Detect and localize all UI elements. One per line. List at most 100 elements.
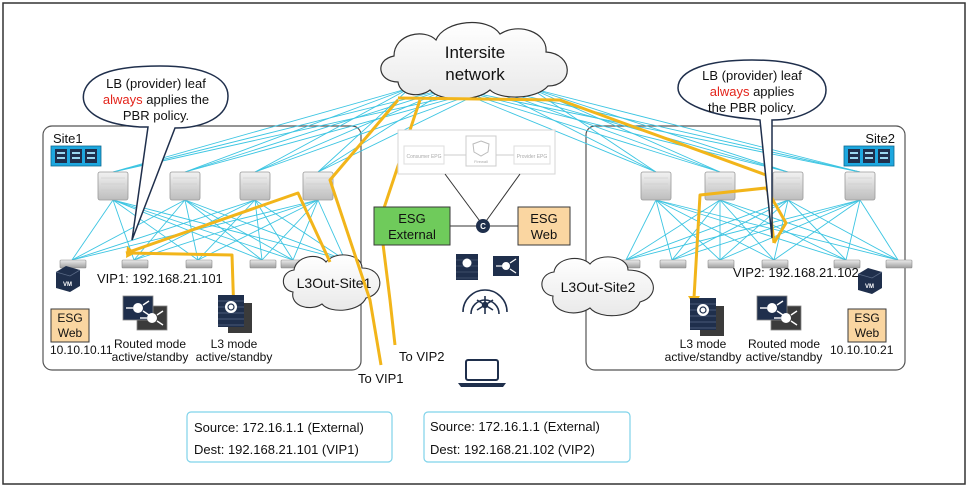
leaf-switch-icon [121, 259, 149, 269]
flow1-source: Source: 172.16.1.1 (External) [194, 420, 364, 435]
intersite-link [489, 87, 721, 173]
spine-leaf-link [719, 199, 861, 261]
site2-routed-lb-icon [756, 295, 802, 331]
l3out-site1-label: L3Out-Site1 [297, 275, 372, 291]
spine-switch-icon [239, 171, 271, 201]
callout-left-line2: always applies the [103, 92, 209, 107]
esg-external-box [373, 206, 451, 246]
spine-leaf-link [655, 199, 721, 261]
spine-leaf-link [671, 199, 861, 261]
esg-web-center-label-line1: ESG [530, 211, 557, 226]
site2-vip-label: VIP2: 192.168.21.102 [733, 265, 859, 280]
flow2-dest: Dest: 192.168.21.102 (VIP2) [430, 442, 595, 457]
spine-leaf-link [71, 199, 256, 261]
path-to-vip1 [328, 99, 400, 366]
callout-right-rest: applies [749, 84, 794, 99]
path-vip2-loop [692, 186, 788, 299]
spine-leaf-link [719, 199, 899, 261]
intersite-link [489, 87, 861, 173]
site1-routed-lb-icon [122, 295, 168, 331]
site2-routed-line1: Routed mode [748, 337, 820, 351]
spine-leaf-link [859, 199, 899, 261]
spine-switch-icon [844, 171, 876, 201]
site2-label: Site2 [865, 131, 895, 146]
spine-leaf-link [133, 199, 319, 261]
apic-cluster-site2-icon [843, 145, 895, 167]
spine-leaf-link [625, 199, 721, 261]
to-vip2-label: To VIP2 [399, 349, 445, 364]
intersite-link [449, 87, 789, 173]
spine-leaf-link [184, 199, 294, 261]
spine-leaf-link [261, 199, 319, 261]
spine-switch-icon [640, 171, 672, 201]
spine-leaf-link [719, 199, 775, 261]
leaf-switch-icon [249, 259, 277, 269]
laptop-icon [458, 359, 506, 387]
to-vip1-label: To VIP1 [358, 371, 404, 386]
spine-leaf-link [112, 199, 346, 261]
provider-epg-label: Provider EPG [517, 154, 548, 160]
leaf-switch-icon [185, 259, 213, 269]
esg-web-center-label-line2: Web [531, 227, 558, 242]
leaf-switch-icon [659, 259, 687, 269]
intersite-link [112, 87, 451, 173]
spine-leaf-link [845, 199, 861, 261]
site1-esg-web-line2: Web [58, 326, 83, 340]
intersite-link [317, 87, 451, 173]
spine-leaf-link [671, 199, 721, 261]
site2-l3-line1: L3 mode [680, 337, 727, 351]
flow1-dest: Dest: 192.168.21.101 (VIP1) [194, 442, 359, 457]
site1-l3-line1: L3 mode [211, 337, 258, 351]
site2-esg-web-line2: Web [855, 326, 880, 340]
spine-switch-icon [97, 171, 129, 201]
spine-leaf-link [254, 199, 294, 261]
spine-leaf-link [133, 199, 186, 261]
site2-esg-web-box [847, 308, 887, 343]
spine-leaf-link [625, 199, 861, 261]
callout-left-rest: applies the [143, 92, 210, 107]
flow1-box [186, 411, 393, 463]
callout-right-always: always [710, 84, 750, 99]
callout-right-line3: the PBR policy. [708, 100, 796, 115]
site1-esg-web-line1: ESG [57, 311, 82, 325]
intersite-link [184, 87, 451, 173]
spine-switch-icon [704, 171, 736, 201]
fabric-switches [59, 171, 913, 269]
esg-external-label-line1: ESG [398, 211, 425, 226]
site2-l3-line2: active/standby [665, 350, 742, 364]
spine-leaf-link [655, 199, 673, 261]
spine-leaf-link [719, 199, 789, 261]
firewall-shield-icon [472, 140, 490, 157]
spine-leaf-link [787, 199, 899, 261]
cloud-label-line2: network [445, 65, 505, 84]
spine-leaf-link [773, 199, 861, 261]
contract-badge [476, 219, 490, 233]
center-firewall-icon [456, 254, 478, 280]
site1-ip-label: 10.10.10.11 [50, 343, 113, 357]
arrowhead-site1-leaf [126, 246, 136, 258]
center-service-icons [456, 254, 519, 280]
spine-leaf-link [625, 199, 789, 261]
intersite-link [529, 87, 789, 173]
site1-routed-line2: active/standby [112, 350, 189, 364]
l3out-site1-cloud: L3Out-Site1 [282, 254, 381, 311]
spine-leaf-link [71, 199, 114, 261]
spine-switch-icon [772, 171, 804, 201]
esg-web-center-box [517, 206, 571, 246]
spine-leaf-link [292, 199, 319, 261]
spine-leaf-link [254, 199, 346, 261]
svg-text:VM: VM [63, 282, 72, 288]
flow2-source: Source: 172.16.1.1 (External) [430, 419, 600, 434]
spine-leaf-link [184, 199, 346, 261]
spine-leaf-link [655, 199, 899, 261]
intersite-link [254, 87, 451, 173]
callout-left-line1: LB (provider) leaf [106, 76, 206, 91]
spine-leaf-link [197, 199, 319, 261]
l3out-site2-label: L3Out-Site2 [561, 279, 636, 295]
callout-right-line2: always applies [710, 84, 795, 99]
callout-left: LB (provider) leaf always applies the PB… [82, 65, 229, 241]
site1-vip-label: VIP1: 192.168.21.101 [97, 271, 223, 286]
leaf-switch-icon [885, 259, 913, 269]
spine-leaf-link [655, 199, 847, 261]
